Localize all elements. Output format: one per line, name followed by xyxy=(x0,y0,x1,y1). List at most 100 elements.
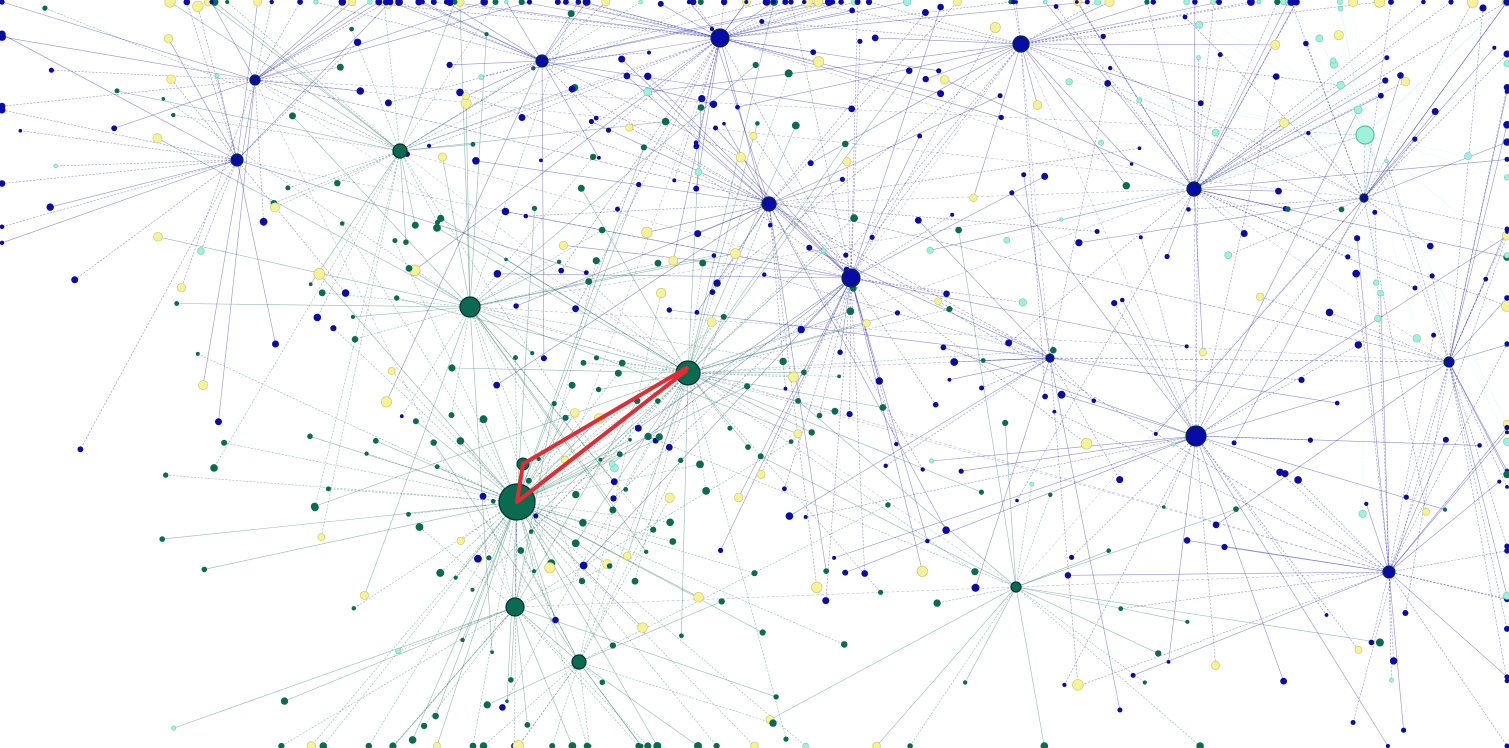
graph-node-leaf-77[interactable] xyxy=(755,121,760,126)
graph-node-leaf-584[interactable] xyxy=(0,0,5,5)
graph-node-leaf-436[interactable] xyxy=(1389,657,1398,665)
graph-node-leaf-60[interactable] xyxy=(802,742,809,748)
graph-node-leaf-622[interactable] xyxy=(1492,45,1497,50)
graph-node-leaf-192[interactable] xyxy=(1104,0,1115,7)
graph-node-leaf-31[interactable] xyxy=(655,398,661,404)
graph-node-leaf-451[interactable] xyxy=(1401,727,1407,733)
graph-node-leaf-558[interactable] xyxy=(341,289,350,297)
graph-node-leaf-23[interactable] xyxy=(319,742,328,748)
graph-node-leaf-511[interactable] xyxy=(446,61,453,68)
graph-node-leaf-391[interactable] xyxy=(531,66,535,71)
graph-node-leaf-201[interactable] xyxy=(733,492,744,503)
graph-node-leaf-397[interactable] xyxy=(452,0,458,5)
graph-node-leaf-533[interactable] xyxy=(795,398,801,404)
graph-node-leaf-400[interactable] xyxy=(523,213,529,219)
graph-node-leaf-21[interactable] xyxy=(436,568,445,577)
graph-node-leaf-202[interactable] xyxy=(932,401,939,408)
graph-node-leaf-242[interactable] xyxy=(929,458,934,464)
graph-node-leaf-279[interactable] xyxy=(1053,4,1059,9)
graph-node-leaf-26[interactable] xyxy=(532,569,537,574)
graph-node-leaf-454[interactable] xyxy=(1504,743,1509,748)
graph-node-leaf-438[interactable] xyxy=(1276,468,1284,476)
graph-node-leaf-28[interactable] xyxy=(669,538,677,545)
graph-node-leaf-93[interactable] xyxy=(433,224,441,232)
graph-node-leaf-164[interactable] xyxy=(767,222,773,228)
graph-node-leaf-193[interactable] xyxy=(922,75,929,83)
graph-node-leaf-341[interactable] xyxy=(399,414,404,419)
graph-node-leaf-381[interactable] xyxy=(492,0,499,5)
graph-node-leaf-176[interactable] xyxy=(802,0,807,5)
graph-node-leaf-260[interactable] xyxy=(958,468,964,474)
graph-node-leaf-641[interactable] xyxy=(1091,398,1097,404)
graph-node-leaf-369[interactable] xyxy=(752,61,759,69)
graph-node-leaf-231[interactable] xyxy=(501,207,510,216)
graph-node-leaf-433[interactable] xyxy=(1504,548,1509,554)
graph-node-leaf-578[interactable] xyxy=(382,0,390,6)
graph-node-leaf-605[interactable] xyxy=(517,547,525,554)
graph-node-leaf-523[interactable] xyxy=(597,155,601,160)
graph-node-leaf-33[interactable] xyxy=(562,414,569,421)
graph-node-leaf-552[interactable] xyxy=(18,128,23,133)
graph-node-leaf-153[interactable] xyxy=(720,0,728,6)
graph-node-leaf-593[interactable] xyxy=(885,502,891,508)
graph-node-leaf-571[interactable] xyxy=(347,0,357,7)
graph-node-leaf-427[interactable] xyxy=(997,93,1003,99)
graph-node-hub-h3[interactable] xyxy=(710,28,730,48)
graph-node-leaf-145[interactable] xyxy=(668,255,679,266)
graph-node-leaf-516[interactable] xyxy=(709,100,718,109)
graph-node-leaf-284[interactable] xyxy=(1421,0,1426,5)
graph-node-leaf-342[interactable] xyxy=(161,97,166,101)
graph-node-leaf-569[interactable] xyxy=(46,203,54,211)
graph-node-leaf-507[interactable] xyxy=(504,0,509,5)
graph-node-leaf-235[interactable] xyxy=(816,412,823,419)
graph-node-leaf-534[interactable] xyxy=(872,741,881,748)
graph-node-leaf-576[interactable] xyxy=(198,380,208,390)
graph-node-leaf-154[interactable] xyxy=(693,185,700,192)
graph-node-leaf-273[interactable] xyxy=(939,75,950,85)
graph-node-leaf-421[interactable] xyxy=(665,443,673,451)
graph-node-leaf-9[interactable] xyxy=(568,381,576,389)
graph-node-leaf-377[interactable] xyxy=(171,112,176,118)
graph-node-leaf-389[interactable] xyxy=(311,503,319,512)
graph-node-leaf-331[interactable] xyxy=(1183,0,1190,6)
graph-node-leaf-46[interactable] xyxy=(412,418,419,425)
graph-node-leaf-494[interactable] xyxy=(644,742,652,748)
graph-node-leaf-230[interactable] xyxy=(854,0,861,5)
graph-node-leaf-265[interactable] xyxy=(1057,390,1066,399)
graph-node-leaf-211[interactable] xyxy=(837,349,843,355)
graph-node-leaf-382[interactable] xyxy=(114,88,120,94)
graph-node-leaf-379[interactable] xyxy=(403,239,409,245)
graph-node-leaf-238[interactable] xyxy=(558,240,568,250)
graph-node-leaf-402[interactable] xyxy=(1080,437,1093,450)
graph-node-leaf-360[interactable] xyxy=(779,357,787,366)
graph-node-leaf-572[interactable] xyxy=(0,32,6,41)
graph-node-leaf-169[interactable] xyxy=(998,114,1004,121)
graph-node-leaf-460[interactable] xyxy=(1505,342,1509,347)
graph-node-leaf-178[interactable] xyxy=(865,0,873,6)
graph-node-leaf-452[interactable] xyxy=(1364,501,1369,506)
graph-node-leaf-113[interactable] xyxy=(808,429,815,436)
graph-node-hub-h17[interactable] xyxy=(230,153,244,167)
graph-node-leaf-510[interactable] xyxy=(443,0,450,5)
graph-node-leaf-170[interactable] xyxy=(1336,81,1345,90)
graph-node-leaf-514[interactable] xyxy=(540,355,547,362)
graph-node-hub-h20[interactable] xyxy=(1359,193,1369,203)
graph-node-leaf-328[interactable] xyxy=(1333,30,1344,41)
graph-node-leaf-292[interactable] xyxy=(1279,117,1289,128)
graph-node-leaf-335[interactable] xyxy=(448,412,455,419)
graph-node-leaf-68[interactable] xyxy=(325,486,331,492)
graph-node-leaf-200[interactable] xyxy=(782,486,787,492)
graph-node-leaf-521[interactable] xyxy=(478,74,485,80)
graph-node-leaf-528[interactable] xyxy=(1002,419,1009,426)
graph-node-leaf-426[interactable] xyxy=(1094,229,1100,234)
graph-node-leaf-87[interactable] xyxy=(971,568,979,576)
graph-node-leaf-317[interactable] xyxy=(1136,97,1143,104)
graph-node-leaf-409[interactable] xyxy=(709,26,715,32)
graph-node-leaf-441[interactable] xyxy=(1505,430,1509,435)
graph-node-leaf-20[interactable] xyxy=(406,511,411,517)
graph-node-leaf-504[interactable] xyxy=(601,0,611,7)
graph-node-leaf-219[interactable] xyxy=(875,377,883,385)
graph-node-leaf-648[interactable] xyxy=(950,358,959,366)
graph-node-leaf-513[interactable] xyxy=(420,0,425,5)
graph-node-leaf-226[interactable] xyxy=(916,565,928,577)
